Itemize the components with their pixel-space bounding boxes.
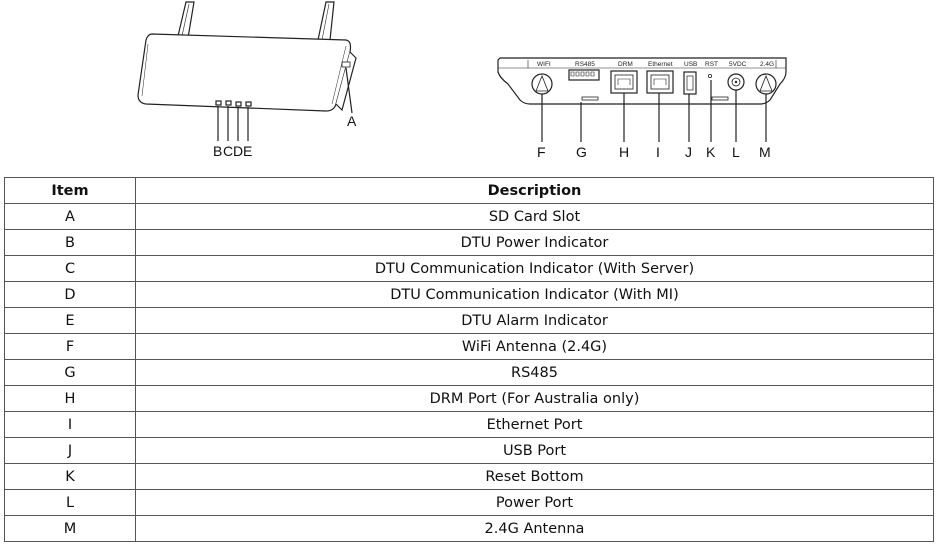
item-cell: D: [4, 281, 136, 308]
item-cell: L: [4, 489, 136, 516]
description-cell: DTU Communication Indicator (With MI): [135, 281, 934, 308]
callout-b: B: [213, 143, 222, 159]
item-cell: E: [4, 307, 136, 334]
header-item: Item: [4, 177, 136, 204]
port-label-rst: RST: [705, 61, 718, 68]
callout-m: M: [759, 144, 771, 160]
port-label-5vdc: 5VDC: [729, 61, 747, 68]
port-label-rs485: RS485: [575, 61, 595, 68]
description-cell: SD Card Slot: [135, 203, 934, 230]
item-cell: B: [4, 229, 136, 256]
callout-e: E: [243, 143, 252, 159]
device-diagram: A B C D E: [137, 1, 787, 160]
port-label-usb: USB: [684, 61, 697, 68]
callout-h: H: [619, 144, 629, 160]
description-cell: Power Port: [135, 489, 934, 516]
callout-i: I: [656, 144, 660, 160]
item-cell: A: [4, 203, 136, 230]
description-cell: USB Port: [135, 437, 934, 464]
callout-a: A: [347, 113, 357, 129]
callout-c: C: [223, 143, 233, 159]
device-top-view: [137, 1, 357, 141]
item-cell: K: [4, 463, 136, 490]
item-cell: J: [4, 437, 136, 464]
description-cell: DTU Alarm Indicator: [135, 307, 934, 334]
callout-l: L: [732, 144, 740, 160]
header-description: Description: [135, 177, 934, 204]
item-cell: C: [4, 255, 136, 282]
port-label-ethernet: Ethernet: [648, 61, 673, 68]
item-cell: M: [4, 515, 136, 542]
callout-k: K: [706, 144, 716, 160]
table-header-row: Item Description: [4, 177, 934, 204]
device-port-view: [497, 57, 787, 142]
item-cell: I: [4, 411, 136, 438]
description-cell: Reset Bottom: [135, 463, 934, 490]
callout-d: D: [233, 143, 243, 159]
item-cell: G: [4, 359, 136, 386]
description-cell: 2.4G Antenna: [135, 515, 934, 542]
port-label-wifi: WIFI: [537, 61, 551, 68]
callout-f: F: [537, 144, 546, 160]
description-cell: Ethernet Port: [135, 411, 934, 438]
port-label-24g: 2.4G: [760, 61, 774, 68]
description-cell: DTU Communication Indicator (With Server…: [135, 255, 934, 282]
description-cell: RS485: [135, 359, 934, 386]
description-cell: DTU Power Indicator: [135, 229, 934, 256]
description-cell: WiFi Antenna (2.4G): [135, 333, 934, 360]
callout-g: G: [576, 144, 587, 160]
callout-j: J: [685, 144, 692, 160]
description-cell: DRM Port (For Australia only): [135, 385, 934, 412]
item-cell: H: [4, 385, 136, 412]
port-label-drm: DRM: [618, 61, 633, 68]
item-cell: F: [4, 333, 136, 360]
